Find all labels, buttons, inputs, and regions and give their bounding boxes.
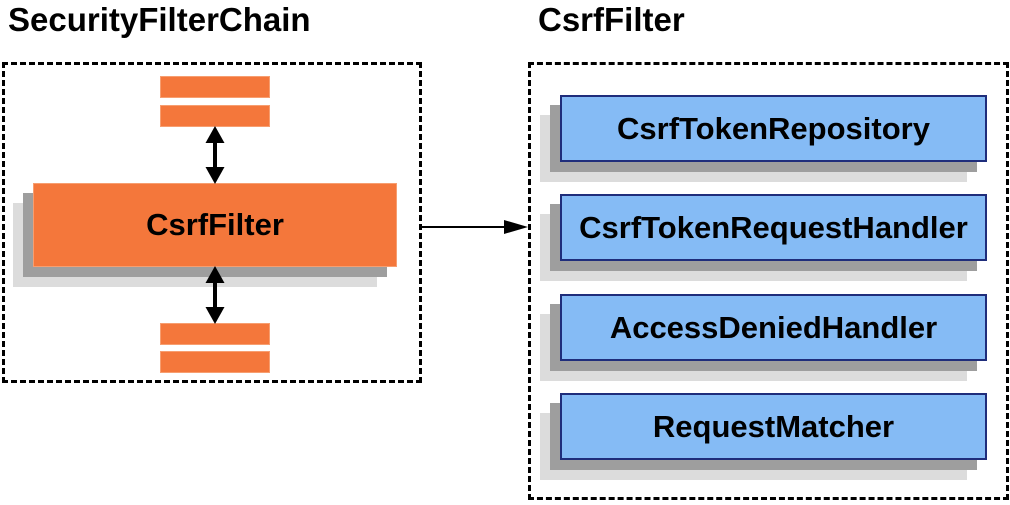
component-label: CsrfTokenRequestHandler (579, 209, 968, 245)
component-box-face: CsrfTokenRepository (560, 95, 987, 162)
component-box-face: RequestMatcher (560, 393, 987, 460)
component-box-csrf-token-repository: CsrfTokenRepository (540, 95, 987, 182)
filter-placeholder-bar (160, 323, 270, 345)
filter-placeholder-bar (160, 351, 270, 373)
component-box-access-denied-handler: AccessDeniedHandler (540, 294, 987, 381)
component-label: RequestMatcher (652, 408, 895, 444)
csrf-filter-title: CsrfFilter (538, 1, 685, 38)
component-box-csrf-token-request-handler: CsrfTokenRequestHandler (540, 194, 987, 281)
csrf-filter-node-label: CsrfFilter (146, 207, 284, 242)
vertical-double-arrow-icon (205, 126, 225, 184)
csrf-filter-container (528, 62, 1009, 500)
security-filter-chain-container (2, 62, 422, 383)
component-label: CsrfTokenRepository (617, 110, 930, 146)
csrf-filter-node: CsrfFilter (13, 183, 397, 287)
vertical-double-arrow-icon (205, 266, 225, 324)
filter-placeholder-bar (160, 76, 270, 98)
component-box-request-matcher: RequestMatcher (540, 393, 987, 480)
component-box-face: CsrfTokenRequestHandler (560, 194, 987, 261)
security-filter-chain-title: SecurityFilterChain (8, 1, 311, 38)
flow-arrow-icon (422, 220, 528, 234)
csrf-filter-node-face: CsrfFilter (33, 183, 397, 267)
component-label: AccessDeniedHandler (609, 309, 938, 345)
filter-placeholder-bar (160, 105, 270, 127)
component-box-face: AccessDeniedHandler (560, 294, 987, 361)
